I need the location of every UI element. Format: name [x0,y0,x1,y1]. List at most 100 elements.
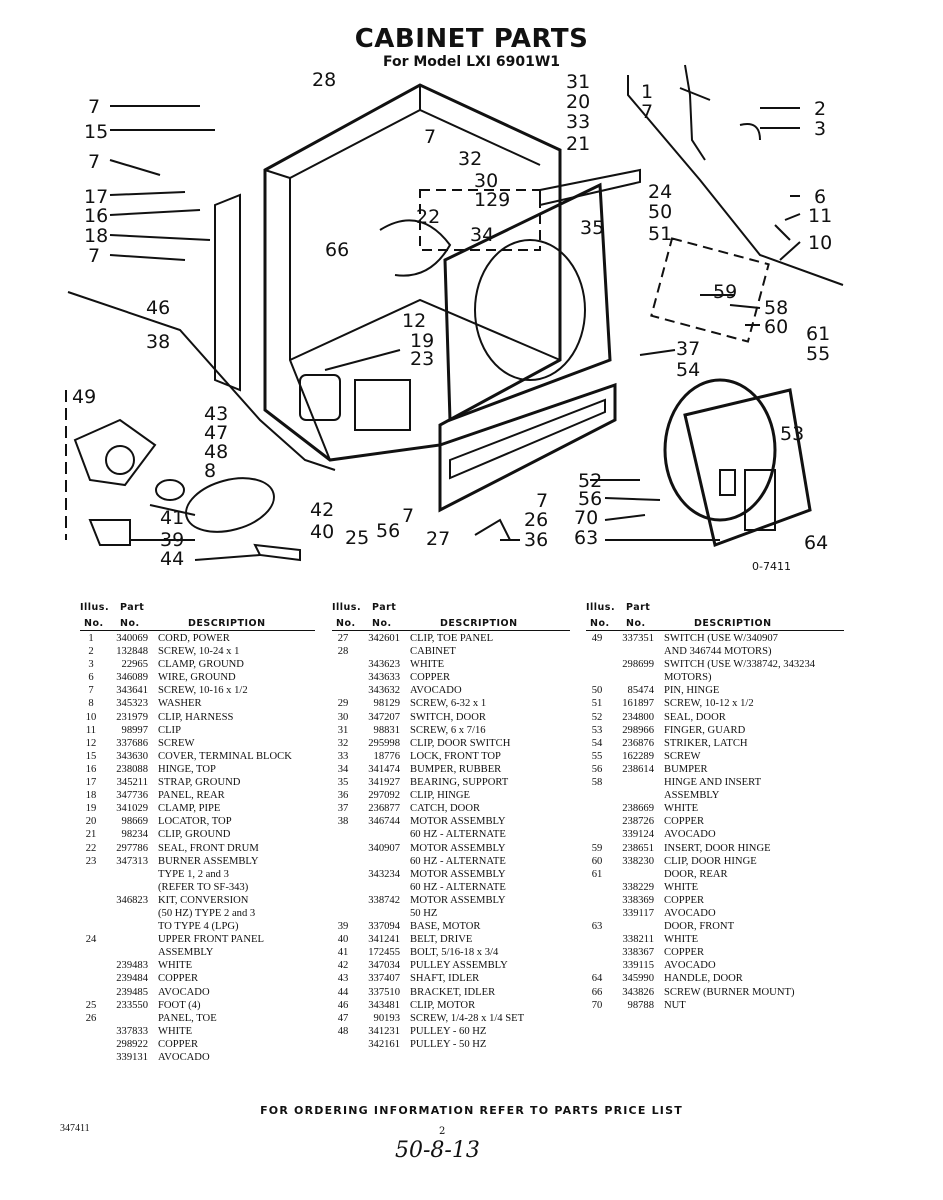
part-number: 238651 [622,842,654,854]
parts-column-2: Illus. Part No. No. DESCRIPTION 27 342601… [332,598,570,1051]
switch-group-outline [419,189,541,251]
part-number: 233550 [116,999,148,1011]
part-description: WHITE [664,803,699,815]
table-row: 60 HZ - ALTERNATE [332,881,570,894]
part-number: 343641 [116,685,148,697]
part-description: SCREW, 6-32 x 1 [410,698,487,710]
illus-number: 58 [591,777,603,789]
svg-text:36: 36 [524,529,548,551]
part-description: BURNER ASSEMBLY [158,855,259,867]
illus-number: 55 [591,750,603,762]
illus-number [586,881,608,894]
illus-number: 40 [337,934,349,946]
svg-text:31: 31 [566,71,590,93]
illus-number: 30 [337,711,349,723]
illus-number: 63 [591,921,603,933]
illus-number: 27 [337,633,349,644]
part-description: COPPER [664,947,705,959]
svg-text:11: 11 [808,205,832,227]
illus-number: 1 [88,633,94,644]
part-number: 172455 [368,947,400,959]
svg-text:37: 37 [676,338,700,360]
part-description: CLIP [158,724,181,736]
part-number: 342601 [368,633,400,644]
part-description: 60 HZ - ALTERNATE [410,881,506,893]
part-number [608,776,664,789]
cabinet-top-edge [289,108,541,179]
illus-number: 7 [88,685,94,697]
part-number: 18776 [373,750,400,762]
illus-number [80,946,102,959]
ordering-footer: FOR ORDERING INFORMATION REFER TO PARTS … [260,1104,683,1117]
illus-number: 15 [85,750,97,762]
svg-text:40: 40 [310,521,334,543]
illus-number: 46 [337,999,349,1011]
svg-text:60: 60 [764,316,788,338]
part-description: WHITE [158,960,193,972]
part-number [102,920,158,933]
part-number [354,907,410,920]
illus-number: 38 [337,816,349,828]
svg-text:7: 7 [402,505,414,527]
part-number: 132848 [116,646,148,658]
part-number: 298699 [622,659,654,671]
part-description: PANEL, TOE [158,1012,217,1024]
illus-number [80,1038,102,1051]
model-subtitle: For Model LXI 6901W1 [382,54,561,70]
part-description: BEARING, SUPPORT [410,777,509,789]
part-number: 339115 [622,960,654,972]
part-description: COPPER [158,1038,199,1050]
illus-number [586,789,608,802]
svg-text:6: 6 [814,186,826,208]
svg-text:7: 7 [88,151,100,173]
part-description: COPPER [158,973,199,985]
part-number: 337833 [116,1025,148,1037]
illus-number: 52 [591,711,603,723]
svg-text:38: 38 [146,331,170,353]
part-number: 345990 [622,973,654,985]
part-number: 239485 [116,986,148,998]
part-description: ASSEMBLY [158,947,214,959]
part-number [608,645,664,658]
front-panel [443,182,612,423]
illus-number: 39 [337,921,349,933]
part-description: UPPER FRONT PANEL [158,934,264,946]
part-number: 98997 [121,724,148,736]
part-description: SCREW, 10-12 x 1/2 [664,698,754,710]
part-description: HINGE, TOP [158,763,216,775]
table-row: (50 HZ) TYPE 2 and 3 [80,907,315,920]
illus-number: 10 [85,711,97,723]
table-row: 50 HZ [332,907,570,920]
part-number: 342161 [368,1038,400,1050]
part-number: 337407 [368,973,400,985]
motor-base [88,519,131,546]
svg-text:23: 23 [410,348,434,370]
part-description: SEAL, DOOR [664,711,726,723]
illus-number [332,842,354,855]
part-number: 343826 [622,986,654,998]
part-description: HANDLE, DOOR [664,973,743,985]
svg-text:63: 63 [574,527,598,549]
table-header-2: Illus. Part No. No. DESCRIPTION [332,598,570,632]
part-number [102,868,158,881]
part-number: 341927 [368,777,400,789]
